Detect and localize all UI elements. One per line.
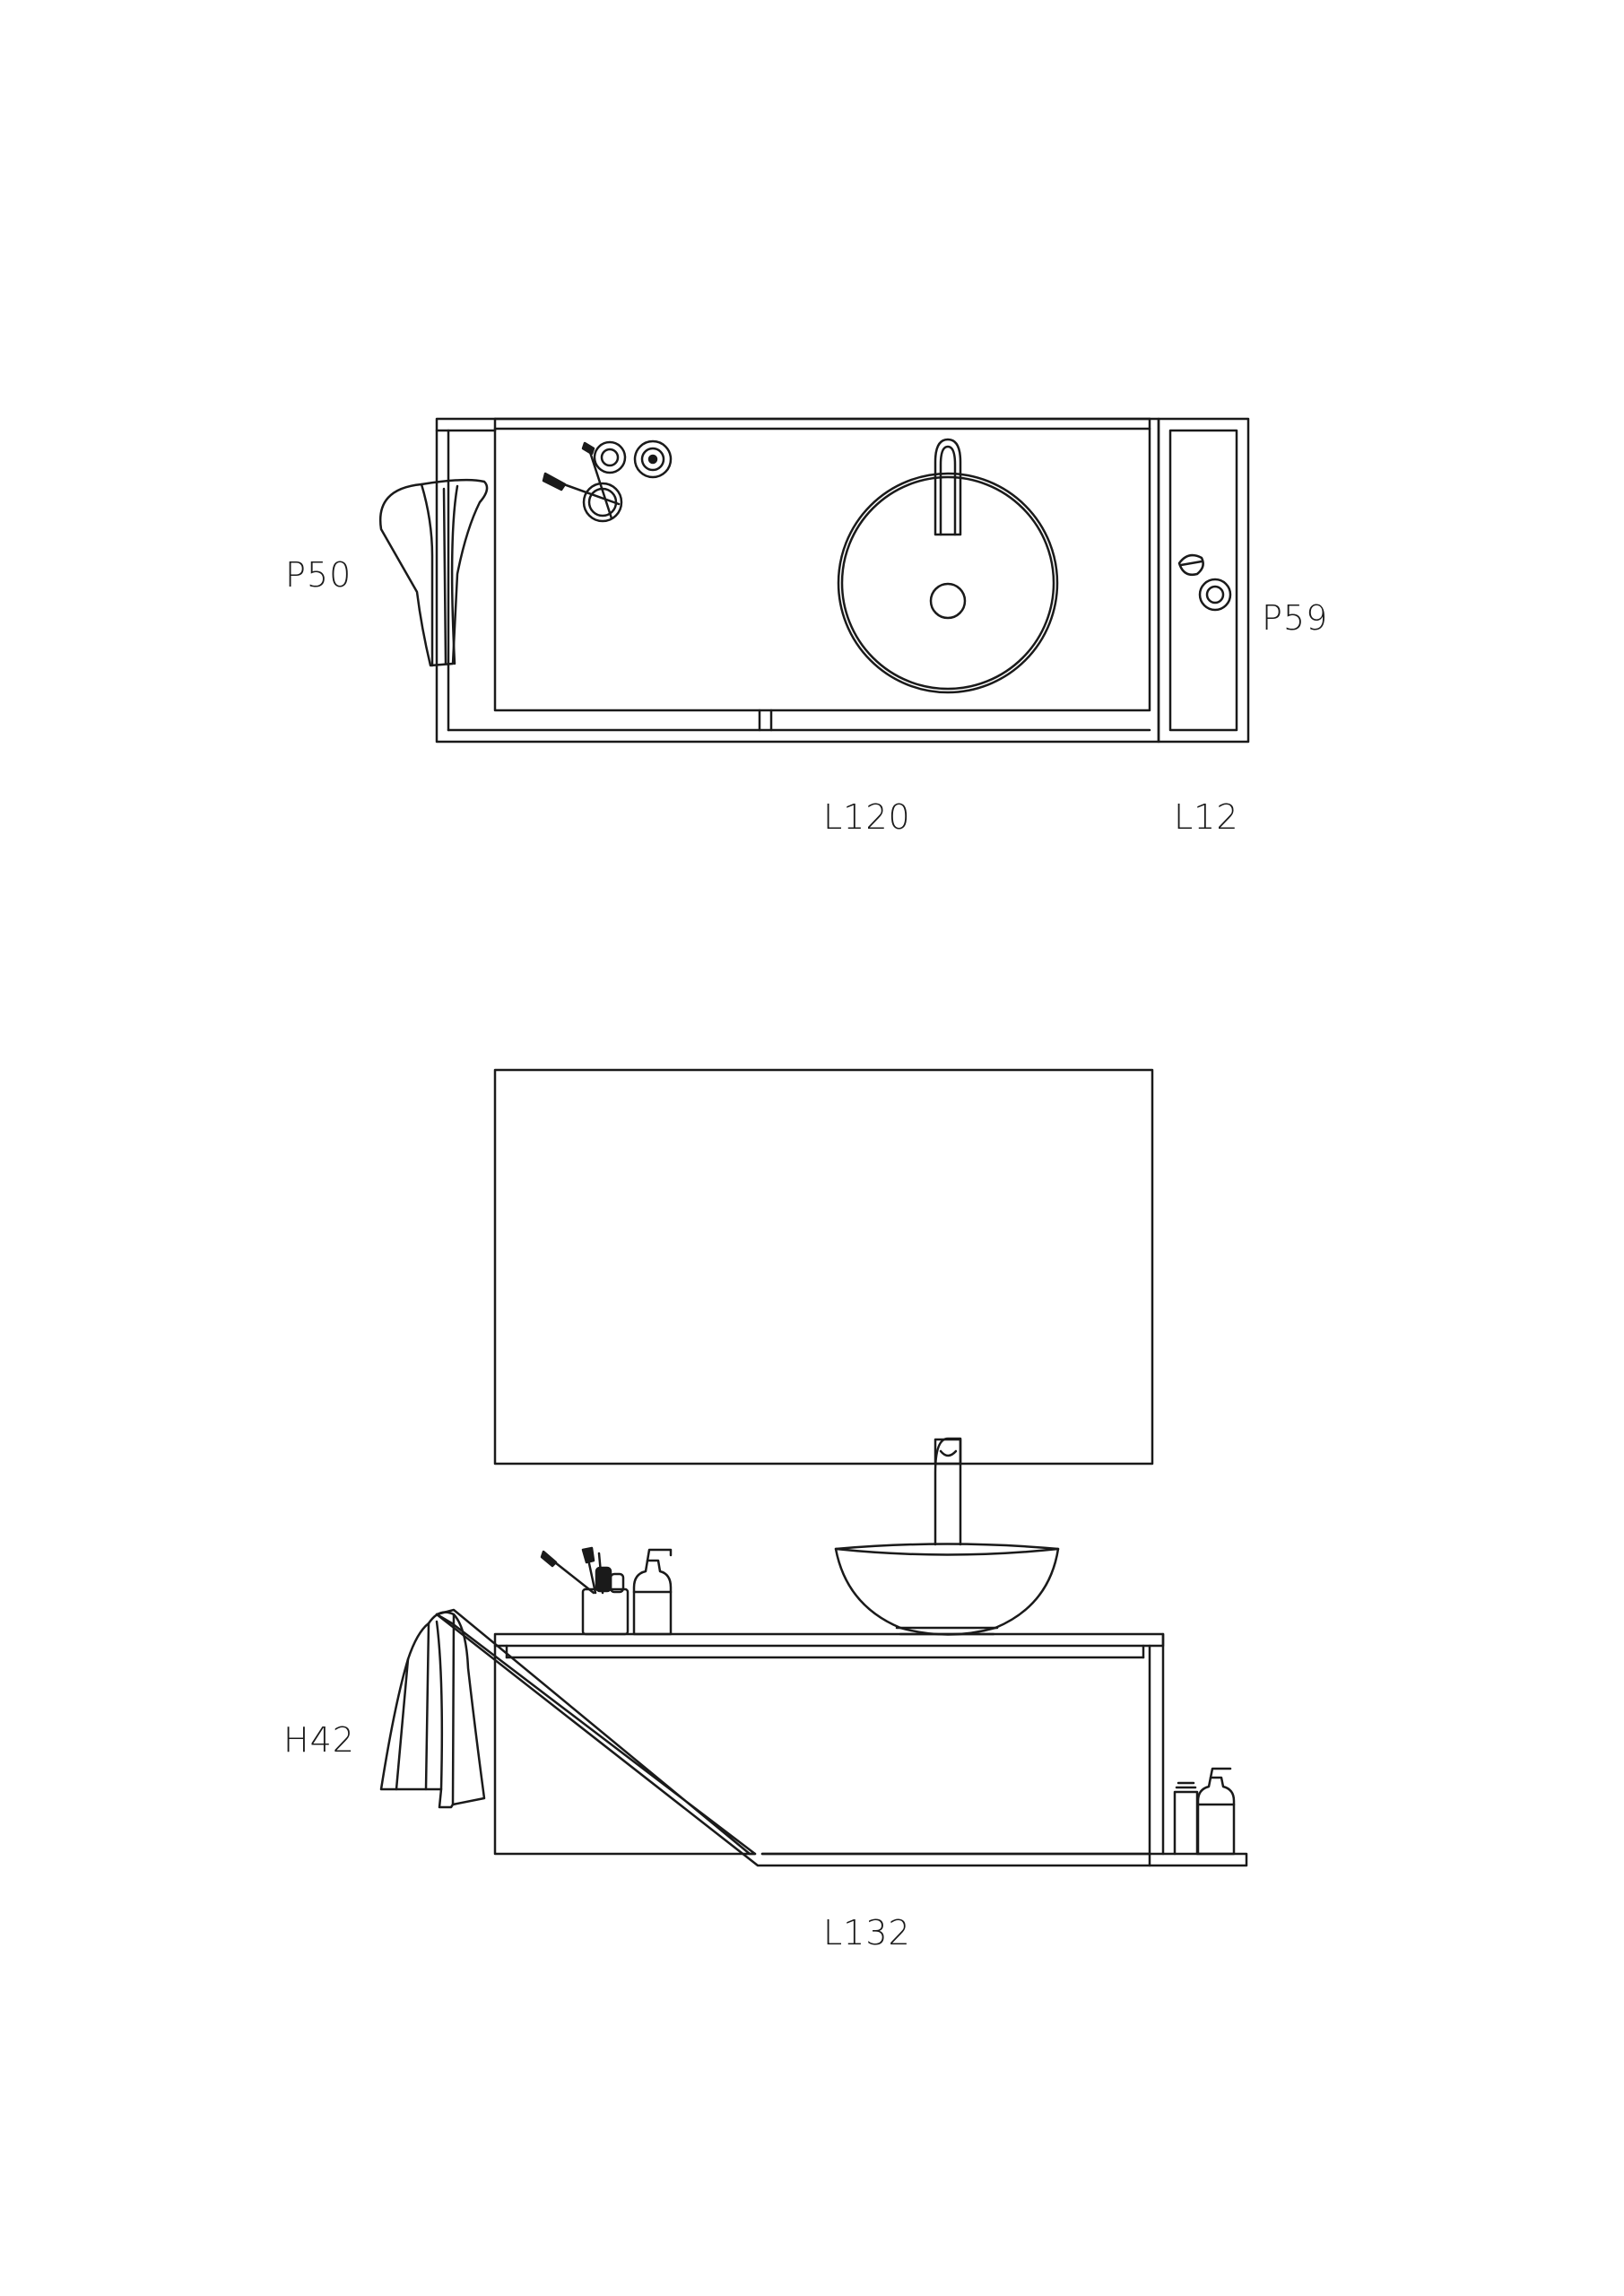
plan-basin-inner: [842, 477, 1054, 689]
plan-view: [380, 419, 1248, 742]
plan-toothbrush-cup: [584, 483, 621, 521]
depth-right-label: P59: [1262, 598, 1329, 638]
elevation-mirror: [495, 1070, 1152, 1464]
plan-towel: [380, 480, 487, 665]
elevation-basin: [836, 1544, 1058, 1635]
height-label: H42: [283, 1720, 355, 1760]
total-width-label: L132: [823, 1913, 911, 1952]
elevation-cabinet: [495, 1646, 755, 1854]
plan-side-bottle: [1200, 579, 1230, 610]
elevation-side-tube: [1175, 1792, 1197, 1854]
elevation-countertop: [495, 1634, 1163, 1646]
plan-frame-outer: [437, 419, 1159, 742]
elevation-faucet: [935, 1439, 960, 1544]
plan-frame-inner: [495, 419, 1150, 710]
plan-side-shelf-inner: [1170, 430, 1237, 730]
plan-toothbrush-2: [588, 447, 612, 518]
plan-basin-drain: [931, 584, 965, 618]
main-width-label: L120: [823, 797, 911, 837]
plan-side-shelf-outer: [1159, 419, 1248, 742]
elevation-view: [381, 1070, 1246, 1866]
elevation-toothbrush-cup: [583, 1589, 628, 1634]
side-width-label: L12: [1174, 797, 1239, 837]
depth-left-label: P50: [285, 555, 352, 595]
elevation-towel-bar: [437, 1610, 755, 1854]
elevation-side-bottle: [1198, 1778, 1234, 1854]
plan-side-tube: [1179, 555, 1203, 575]
plan-basin-outer: [838, 474, 1057, 692]
elevation-soap-bottle: [634, 1561, 671, 1634]
plan-faucet: [935, 439, 960, 535]
plan-soap-bottle: [635, 441, 671, 477]
